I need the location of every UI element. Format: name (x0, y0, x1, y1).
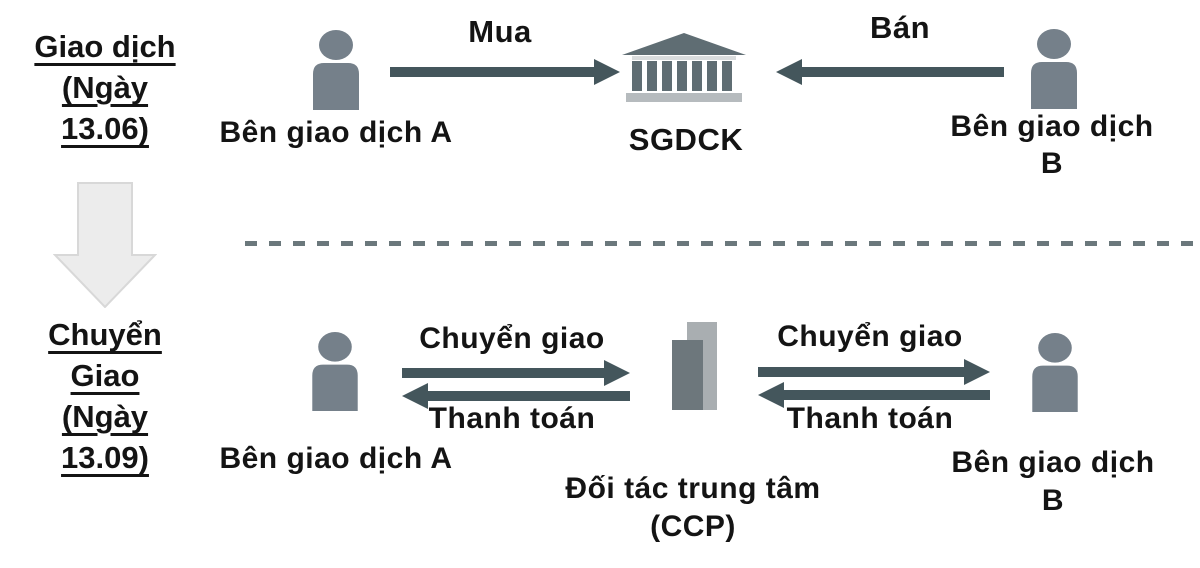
stage-bottom-label: Chuyển Giao (Ngày 13.09) (10, 314, 200, 478)
sell-label: Bán (869, 10, 931, 45)
ccp-label-line-2: (CCP) (650, 510, 736, 543)
stage-bottom-line-1: Chuyển (48, 317, 162, 352)
payment-left-arrow (402, 383, 630, 409)
party-b-top-label: Bên giao dịch B (928, 108, 1176, 182)
party-a-bottom-label: Bên giao dịch A (219, 442, 453, 475)
stage-top-line-2: (Ngày (61, 70, 149, 105)
transfer-right-label: Chuyển giao (777, 320, 963, 353)
stage-top-line-3: 13.06) (61, 111, 149, 146)
exchange-bank-icon (622, 33, 746, 102)
stage-top-line-1: Giao dịch (34, 29, 176, 64)
party-b-top-line-1: Bên giao dịch (950, 110, 1154, 143)
section-divider-dashed-line (245, 241, 1195, 246)
ccp-bars-icon (672, 322, 717, 410)
party-b-bottom-label: Bên giao dịch B (928, 444, 1178, 520)
payment-right-label: Thanh toán (786, 402, 954, 435)
party-b-bottom-line-1: Bên giao dịch (951, 446, 1155, 479)
buy-arrow (390, 59, 620, 85)
party-b-top-line-2: B (1040, 147, 1064, 180)
sell-arrow (776, 59, 1004, 85)
payment-right-arrow (758, 382, 990, 408)
ccp-label-line-1: Đối tác trung tâm (565, 472, 821, 505)
person-a-bottom-icon (312, 332, 358, 411)
down-arrow-icon (53, 182, 157, 308)
party-b-bottom-line-2: B (1041, 484, 1065, 517)
transfer-left-arrow (402, 360, 630, 386)
party-a-top-label: Bên giao dịch A (219, 116, 453, 149)
buy-label: Mua (468, 14, 532, 49)
stage-bottom-line-2: Giao (70, 358, 140, 393)
stage-bottom-line-4: 13.09) (61, 440, 149, 475)
exchange-label: SGDCK (628, 122, 744, 157)
payment-left-label: Thanh toán (428, 402, 596, 435)
stage-bottom-line-3: (Ngày (61, 399, 149, 434)
transfer-left-label: Chuyển giao (419, 322, 605, 355)
person-b-bottom-icon (1032, 333, 1078, 412)
transfer-right-arrow (758, 359, 990, 385)
person-b-top-icon (1031, 29, 1077, 109)
person-a-top-icon (313, 30, 359, 110)
ccp-label: Đối tác trung tâm (CCP) (540, 470, 846, 546)
stage-top-label: Giao dịch (Ngày 13.06) (10, 26, 200, 149)
